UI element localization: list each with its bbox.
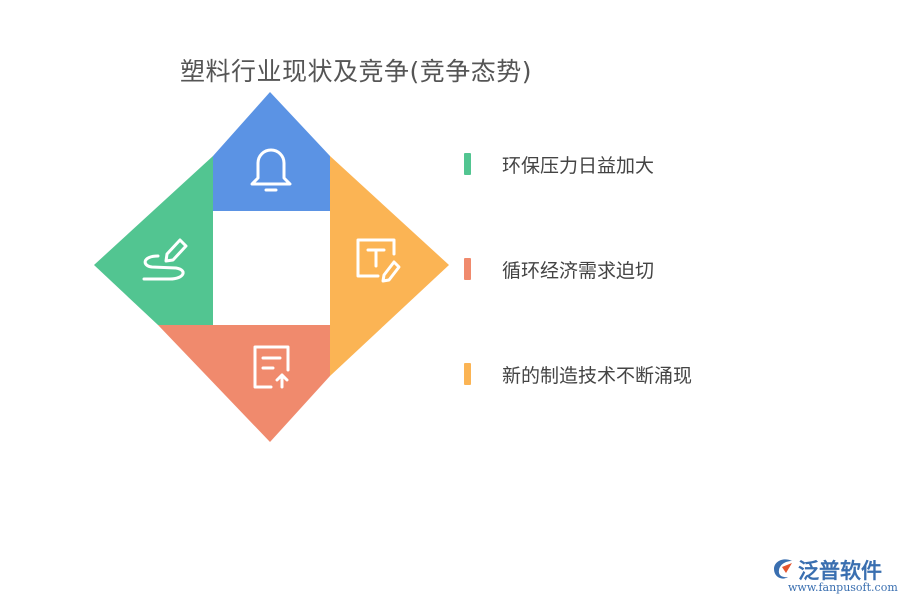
- bottom-segment: [158, 325, 330, 442]
- bell-icon: [250, 148, 292, 192]
- document-upload-icon: [253, 345, 290, 389]
- logo-url: www.fanpusoft.com: [788, 581, 898, 594]
- item-label: 循环经济需求迫切: [502, 259, 655, 282]
- pen-scribble-icon: [142, 238, 188, 281]
- item-label: 环保压力日益加大: [502, 154, 655, 177]
- item-label: 新的制造技术不断涌现: [502, 364, 693, 387]
- logo-name: 泛普软件: [798, 559, 882, 583]
- list-item: 新的制造技术不断涌现: [464, 362, 693, 387]
- salmon-marker: [464, 258, 471, 280]
- logo-icon: [774, 559, 792, 579]
- green-marker: [464, 153, 471, 175]
- list-item: 环保压力日益加大: [464, 152, 655, 177]
- list-item: 循环经济需求迫切: [464, 257, 655, 282]
- left-segment: [94, 156, 213, 325]
- orange-marker: [464, 363, 471, 385]
- brand-logo: 泛普软件 www.fanpusoft.com: [770, 553, 898, 597]
- page-title: 塑料行业现状及竞争(竞争态势): [180, 57, 533, 86]
- text-edit-icon: [356, 238, 401, 283]
